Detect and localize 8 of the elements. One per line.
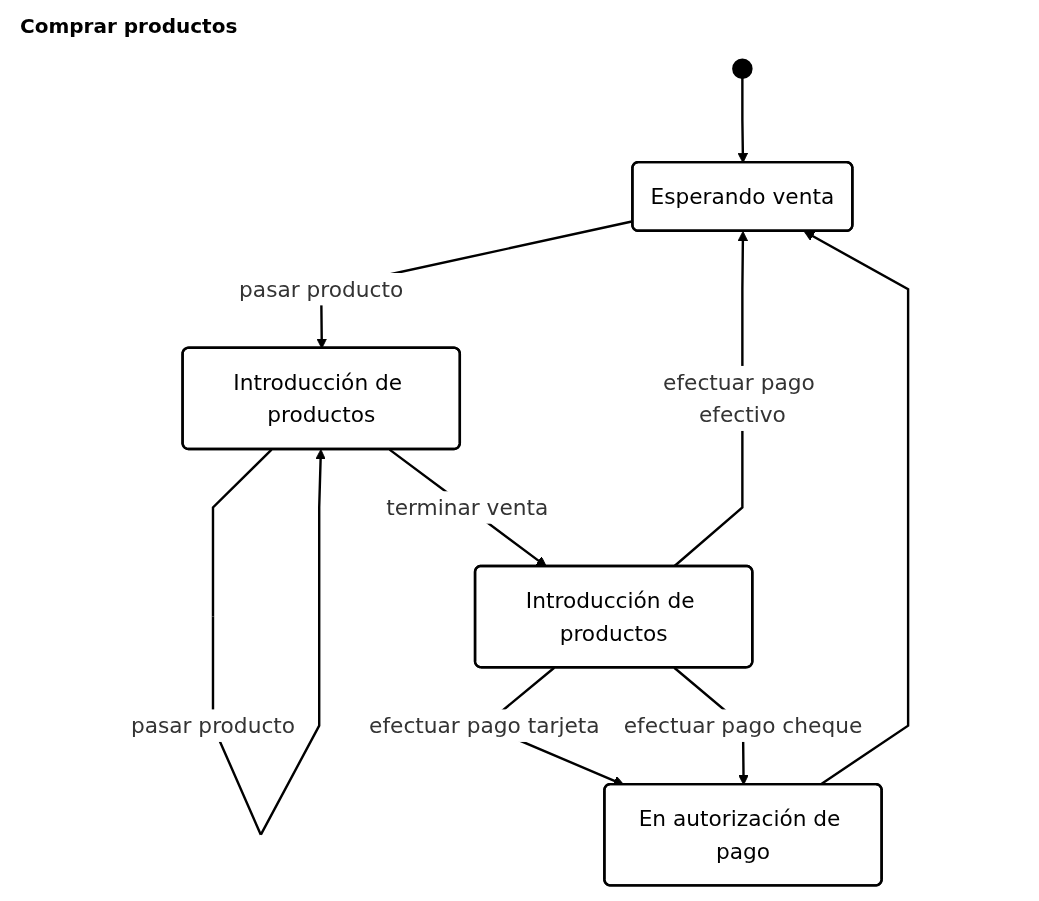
edge-label: efectuar pago tarjeta: [369, 712, 600, 739]
edge-label: efectuar pago cheque: [623, 712, 863, 739]
edge-label: pasar producto: [239, 276, 404, 302]
edge-label: pasar producto: [130, 712, 296, 739]
diagram-title: Comprar productos: [20, 14, 238, 38]
edge-label: terminar venta: [386, 494, 549, 521]
edge-label: efectuar pago efectivo: [663, 369, 815, 428]
node-circle: [732, 58, 753, 79]
